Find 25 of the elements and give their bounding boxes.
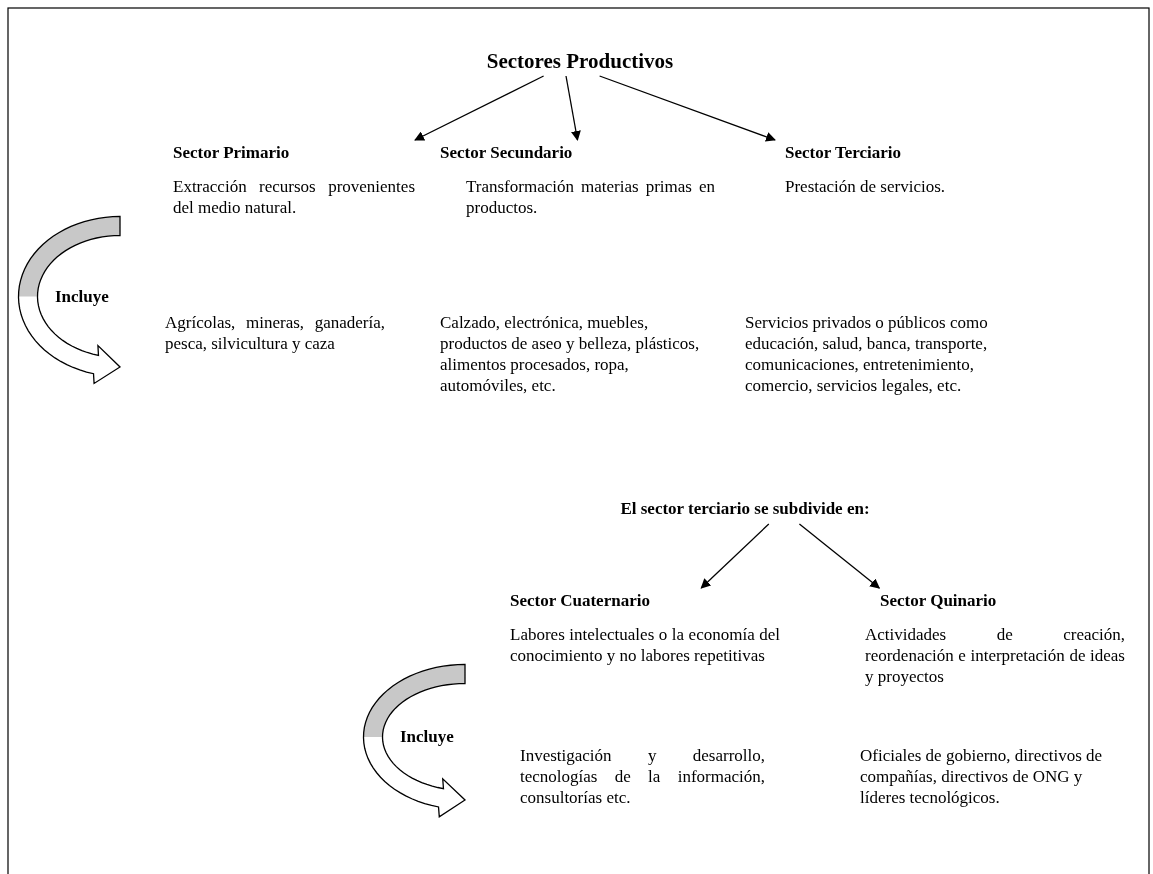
sector-heading: Sector Cuaternario	[510, 590, 651, 612]
description-text: Extracción recursos provenientes del medio natural.	[173, 176, 415, 218]
curved-arrow	[362, 663, 467, 818]
heading: El sector terciario se subdivide en:	[619, 498, 871, 520]
examples-text: Calzado, electrónica, muebles, productos de aseo y belleza, plásticos, alimentos procesados, ropa, automóviles, etc.	[440, 312, 701, 396]
sector-heading: Sector Terciario	[784, 142, 902, 164]
description-text: Agrícolas, mineras, ganadería, pesca, silvicultura y caza	[165, 312, 385, 354]
examples-text: Servicios privados o públicos como educación, salud, banca, transporte, comunicaciones, entretenimiento, comercio, servicios legales, etc.	[745, 312, 989, 396]
sector-heading: Sector Quinario	[879, 590, 998, 612]
arrow	[414, 75, 545, 141]
sector-heading: Sector Primario	[173, 142, 291, 164]
examples-text: Oficiales de gobierno, directivos de compañías, directivos de ONG y líderes tecnológicos.	[860, 745, 1104, 808]
arrow	[565, 75, 581, 141]
description-text: Actividades de creación, reordenación e interpretación de ideas y proyectos	[864, 624, 1125, 687]
curved-arrow	[17, 215, 122, 385]
description-text: Labores intelectuales o la economía del conocimiento y no labores repetitivas	[510, 624, 780, 666]
description-text: Transformación materias primas en productos.	[465, 176, 715, 218]
sector-heading: Sector Secundario	[440, 142, 574, 164]
heading: Sectores Productivos	[485, 50, 675, 72]
description-text: Investigación y desarrollo, tecnologías de la información, consultorías etc.	[520, 745, 765, 808]
arrow	[798, 523, 881, 589]
arrow	[598, 75, 776, 142]
edge-label: Incluye	[400, 727, 454, 747]
arrow	[700, 523, 770, 589]
description-text: Prestación de servicios.	[784, 176, 947, 197]
